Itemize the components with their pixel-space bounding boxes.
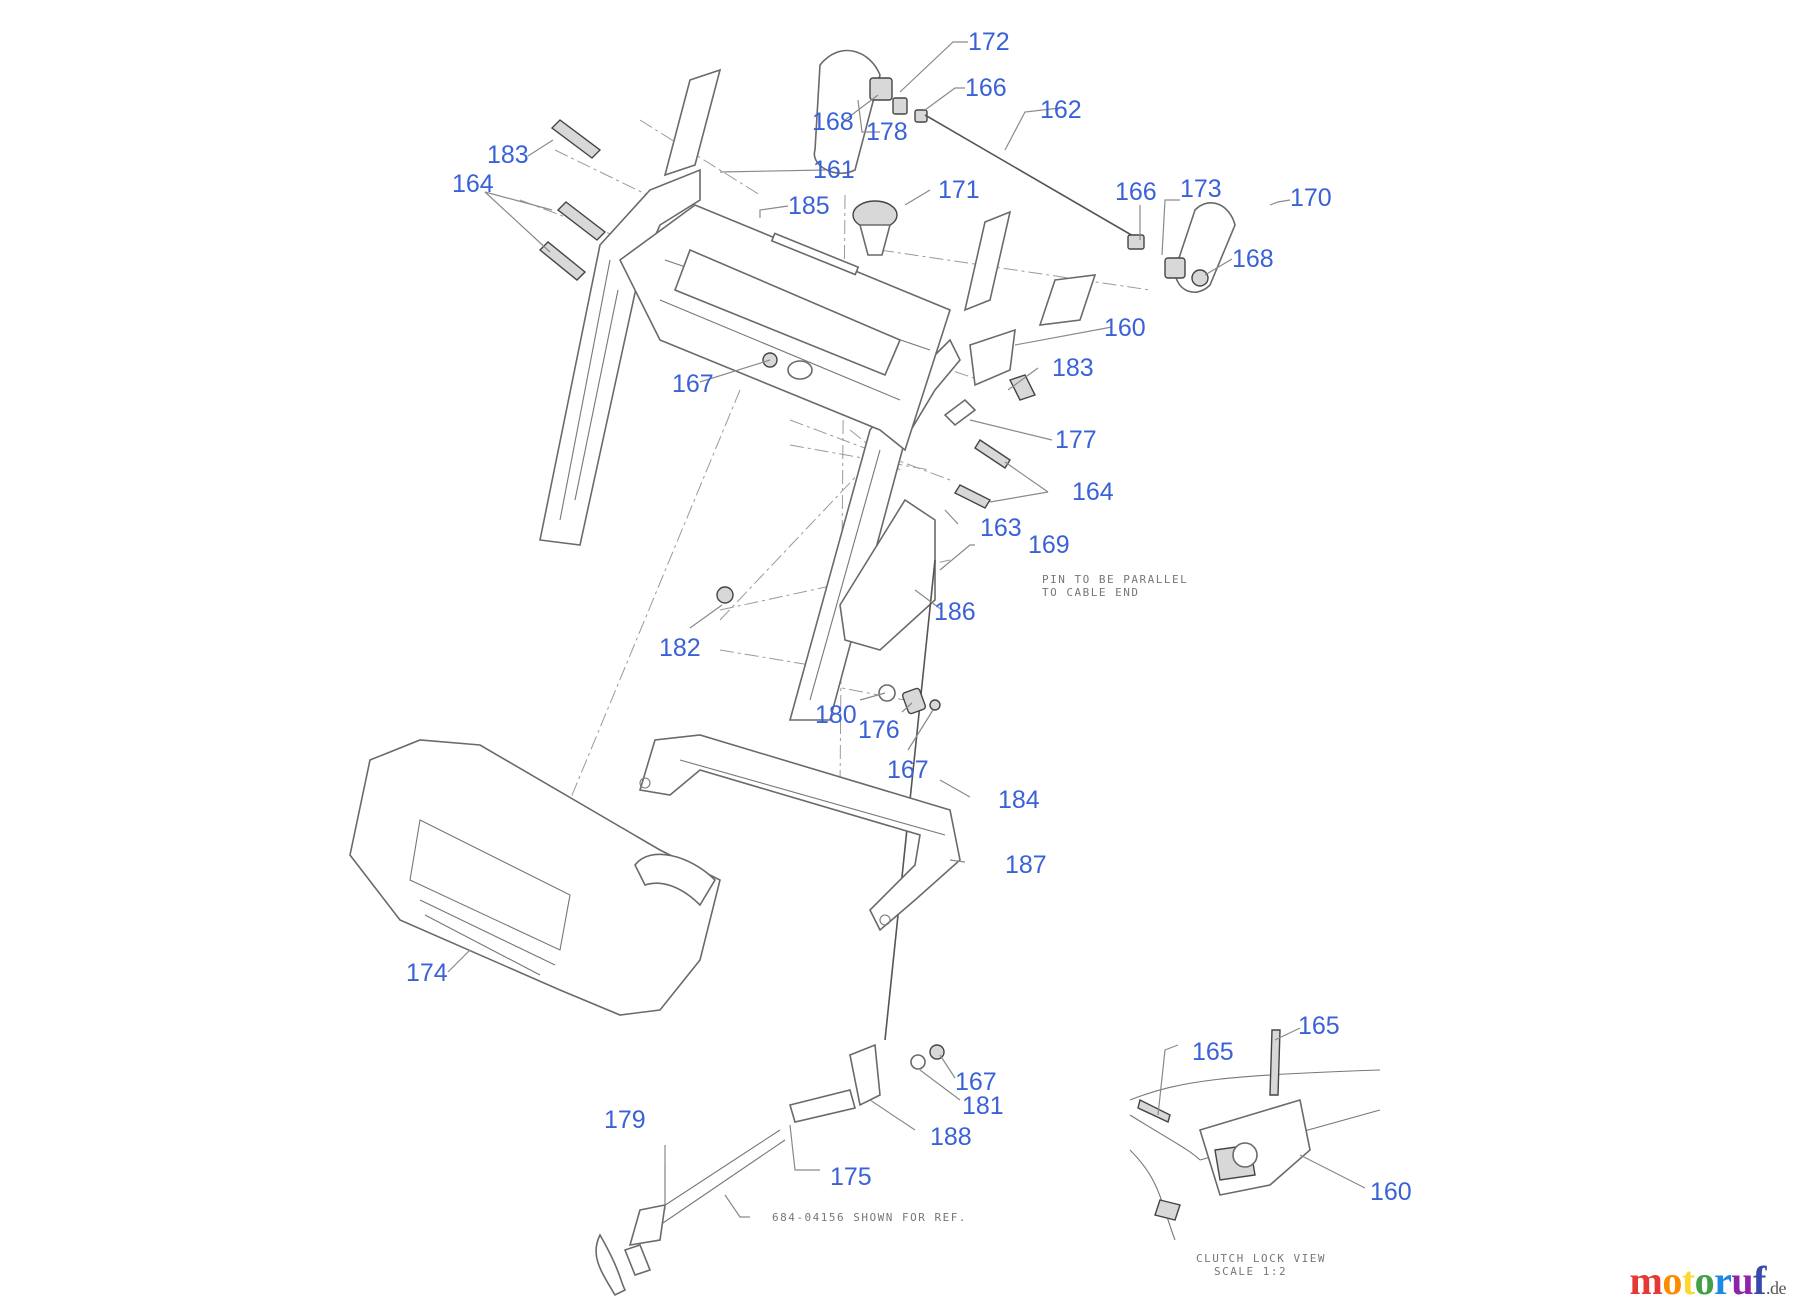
callout-168-right: 168	[1232, 245, 1274, 273]
callout-164-right: 164	[1072, 478, 1114, 506]
callout-167-middle: 167	[887, 756, 929, 784]
leader-lines	[447, 41, 1366, 1218]
callout-188: 188	[930, 1123, 972, 1151]
motoruf-logo: motoruf.de	[1630, 1257, 1787, 1304]
callout-161: 161	[813, 156, 855, 184]
note-pin-line2: TO CABLE END	[1042, 586, 1139, 599]
callout-168-left: 168	[812, 108, 854, 136]
drawing-notes: PIN TO BE PARALLEL TO CABLE END 684-0415…	[772, 573, 1326, 1278]
callout-160-inset: 160	[1370, 1178, 1412, 1206]
callout-169: 169	[1028, 531, 1070, 559]
drawing	[349, 49, 1381, 1297]
callout-183-right: 183	[1052, 354, 1094, 382]
callout-183-left: 183	[487, 141, 529, 169]
callout-164-left: 164	[452, 170, 494, 198]
callout-187: 187	[1005, 851, 1047, 879]
logo-letter: f	[1753, 1258, 1766, 1303]
callout-182: 182	[659, 634, 701, 662]
note-clutch-title: CLUTCH LOCK VIEW	[1196, 1252, 1326, 1265]
callout-174: 174	[406, 959, 448, 987]
note-clutch-scale: SCALE 1:2	[1214, 1265, 1287, 1278]
callout-165-right: 165	[1298, 1012, 1340, 1040]
callout-181: 181	[962, 1092, 1004, 1120]
callout-171: 171	[938, 176, 980, 204]
callout-160-main: 160	[1104, 314, 1146, 342]
callout-165-left: 165	[1192, 1038, 1234, 1066]
callout-166-right: 166	[1115, 178, 1157, 206]
callout-173: 173	[1180, 175, 1222, 203]
callout-177: 177	[1055, 426, 1097, 454]
callout-180: 180	[815, 701, 857, 729]
callout-186: 186	[934, 598, 976, 626]
logo-letter: o	[1662, 1258, 1682, 1303]
callout-184: 184	[998, 786, 1040, 814]
callout-172: 172	[968, 28, 1010, 56]
callout-175: 175	[830, 1163, 872, 1191]
callout-167-upper: 167	[672, 370, 714, 398]
callout-185: 185	[788, 192, 830, 220]
callout-162: 162	[1040, 96, 1082, 124]
logo-letter: t	[1681, 1258, 1695, 1303]
callout-176: 176	[858, 716, 900, 744]
logo-letter: m	[1629, 1258, 1663, 1303]
logo-letter: o	[1694, 1258, 1715, 1303]
callout-170: 170	[1290, 184, 1332, 212]
callout-179: 179	[604, 1106, 646, 1134]
note-ref: 684-04156 SHOWN FOR REF.	[772, 1211, 967, 1224]
logo-letter: r	[1714, 1258, 1732, 1303]
callout-167-lower: 167	[955, 1068, 997, 1096]
callout-178: 178	[866, 118, 908, 146]
callout-163: 163	[980, 514, 1022, 542]
logo-tld: .de	[1766, 1278, 1787, 1298]
logo-letter: u	[1731, 1258, 1754, 1303]
callout-labels: 172 166 162 168 178 183 164 161 185 171 …	[406, 28, 1412, 1206]
logo-text: motoruf	[1630, 1258, 1767, 1303]
note-pin-line1: PIN TO BE PARALLEL	[1042, 573, 1188, 586]
callout-166-upper: 166	[965, 74, 1007, 102]
